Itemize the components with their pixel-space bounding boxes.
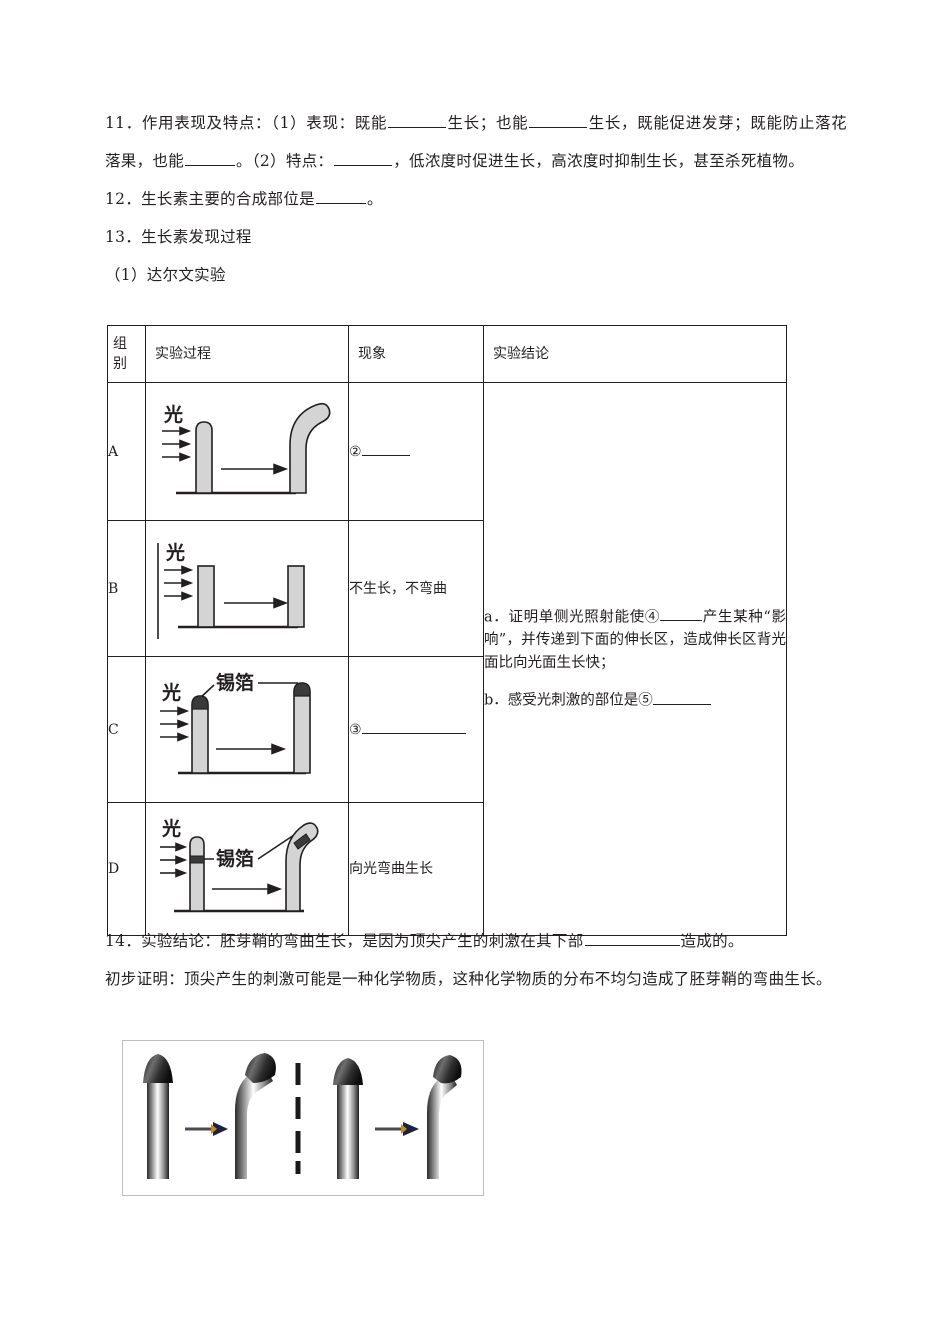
item-11-seg2: 生长；也能 — [447, 114, 529, 132]
item-11-seg4: 。（2）特点： — [236, 152, 334, 170]
light-label-c: 光 — [161, 681, 181, 704]
item-14-number: 14． — [105, 932, 142, 950]
item-14-seg1: 实验结论：胚芽鞘的弯曲生长，是因为顶尖产生的刺激在其下部 — [141, 932, 584, 950]
figure-d-foil-below-tip: 光 锡箔 — [146, 803, 349, 935]
header-label-conclusion: 实验结论 — [493, 345, 549, 362]
row-c-process-cell: 光 锡箔 — [145, 656, 349, 803]
figure-b-svg: 光 — [157, 541, 305, 639]
bottom-figure-svg — [143, 1053, 462, 1179]
row-d-phenomenon-cell: 向光弯曲生长 — [348, 802, 484, 936]
post-table-text-block: 14．实验结论：胚芽鞘的弯曲生长，是因为顶尖产生的刺激在其下部 造成的。 初步证明… — [105, 922, 847, 998]
header-cell-conclusion: 实验结论 — [483, 325, 787, 383]
item-11-blank-4[interactable] — [334, 150, 393, 166]
item-13-subtitle: （1）达尔文实验 — [105, 266, 226, 284]
light-label-b: 光 — [165, 541, 185, 564]
row-c-group-label: C — [107, 656, 146, 803]
row-b-phenomenon-cell: 不生长，不弯曲 — [348, 520, 484, 657]
row-d-process-cell: 光 锡箔 — [145, 802, 349, 936]
header-label-process: 实验过程 — [155, 345, 211, 362]
item-14-proof-paragraph: 初步证明：顶尖产生的刺激可能是一种化学物质，这种化学物质的分布不均匀造成了胚芽鞘… — [105, 970, 832, 988]
figure-c-foil-capped-tip: 光 锡箔 — [146, 657, 349, 802]
item-14-blank[interactable] — [584, 930, 680, 946]
item-11-blank-1[interactable] — [388, 112, 447, 128]
figure-a-svg: 光 — [162, 402, 331, 495]
conclusion-a-blank[interactable] — [660, 606, 703, 621]
row-a-phenomenon-cell: ② — [348, 382, 484, 521]
item-11-seg1: 作用表现及特点：（1）表现：既能 — [141, 114, 388, 132]
header-label-group: 组别 — [113, 336, 127, 372]
row-c-phenomenon-blank[interactable] — [361, 719, 466, 734]
row-b-process-cell: 光 — [145, 520, 349, 657]
item-11-blank-2[interactable] — [529, 112, 588, 128]
conclusion-b-blank[interactable] — [652, 689, 711, 705]
light-label-d: 光 — [161, 817, 181, 840]
row-a-phenomenon-blank[interactable] — [361, 441, 410, 456]
item-14-seg2: 造成的。 — [680, 932, 744, 950]
table-row-d: D 光 锡箔 — [107, 802, 787, 936]
conclusion-a-part2: 产生某种“影响”，并传递到下面的伸长区，造成伸长区背光面比向光面生长快； — [484, 609, 786, 671]
item-11-paragraph: 11．作用表现及特点：（1）表现：既能 生长；也能生长，既能促进发芽；既能防止落花… — [105, 104, 847, 180]
header-cell-group: 组别 — [107, 325, 146, 383]
item-11-blank-3[interactable] — [185, 150, 236, 166]
foil-label-d: 锡箔 — [216, 847, 254, 870]
conclusion-a-part1: a．证明单侧光照射能使④ — [484, 609, 661, 625]
bottom-fig-bent-left — [235, 1053, 276, 1179]
item-13-title: 生长素发现过程 — [141, 228, 252, 246]
conclusion-b: b．感受光刺激的部位是⑤ — [484, 689, 786, 713]
figure-c-svg: 光 锡箔 — [160, 671, 311, 775]
item-12-number: 12． — [105, 190, 142, 208]
header-label-phenomenon: 现象 — [358, 345, 386, 362]
item-12-blank-1[interactable] — [315, 188, 366, 204]
figure-b-decapitated-coleoptile: 光 — [146, 521, 349, 656]
table-row-c: C 光 锡箔 — [107, 656, 787, 803]
bottom-figure-box — [122, 1040, 484, 1196]
item-12-seg1: 生长素主要的合成部位是 — [141, 190, 315, 208]
conclusion-b-part1: b．感受光刺激的部位是⑤ — [484, 692, 653, 709]
bottom-fig-arrow-1 — [185, 1122, 228, 1136]
item-13-number: 13． — [105, 228, 142, 246]
row-b-phenomenon-text: 不生长，不弯曲 — [349, 580, 447, 597]
item-11-seg3: 生长，既能促进发芽；既能防止落花落果，也能 — [105, 114, 847, 170]
bottom-fig-upright-right — [333, 1058, 363, 1179]
row-c-phenomenon-number: ③ — [349, 721, 362, 738]
row-a-phenomenon-number: ② — [349, 443, 362, 460]
table-row-a: A 光 — [107, 382, 787, 936]
darwin-experiment-table: 组别 实验过程 现象 实验结论 A — [107, 325, 787, 936]
item-12-paragraph: 12．生长素主要的合成部位是 。 — [105, 180, 847, 218]
table-header-row: 组别 实验过程 现象 实验结论 — [107, 325, 787, 383]
item-11-number: 11． — [105, 114, 142, 132]
header-cell-phenomenon: 现象 — [348, 325, 484, 383]
item-14-paragraph: 14．实验结论：胚芽鞘的弯曲生长，是因为顶尖产生的刺激在其下部 造成的。 — [105, 922, 847, 960]
bottom-fig-bent-right — [427, 1055, 462, 1179]
row-d-phenomenon-text: 向光弯曲生长 — [349, 861, 433, 877]
figure-d-svg: 光 锡箔 — [160, 817, 319, 913]
item-13-paragraph: 13．生长素发现过程 — [105, 218, 847, 256]
bottom-fig-arrow-2 — [375, 1122, 419, 1136]
row-a-process-cell: 光 — [145, 382, 349, 521]
row-c-phenomenon-cell: ③ — [348, 656, 484, 803]
row-b-group-label: B — [107, 520, 146, 657]
row-a-group-label: A — [107, 382, 146, 521]
item-11-seg5: ，低浓度时促进生长，高浓度时抑制生长，甚至杀死植物。 — [393, 152, 805, 170]
light-label-a: 光 — [163, 403, 183, 426]
figure-a-intact-coleoptile: 光 — [146, 383, 349, 520]
table-row-b: B 光 — [107, 520, 787, 657]
foil-label-c: 锡箔 — [216, 671, 254, 694]
document-content: 11．作用表现及特点：（1）表现：既能 生长；也能生长，既能促进发芽；既能防止落花… — [105, 104, 847, 1196]
header-cell-process: 实验过程 — [145, 325, 349, 383]
bottom-fig-upright-left — [143, 1054, 173, 1179]
item-12-seg2: 。 — [366, 190, 383, 208]
row-d-group-label: D — [107, 802, 146, 936]
